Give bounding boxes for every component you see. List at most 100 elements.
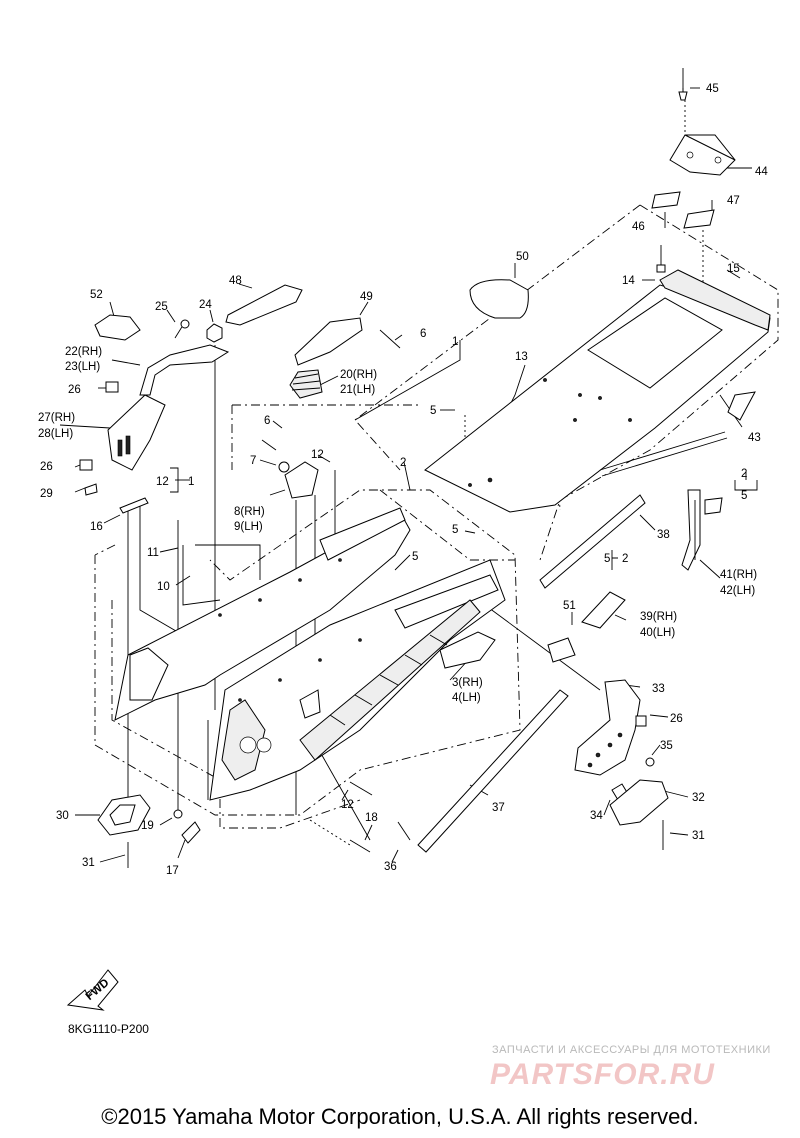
callout-10: 10 (157, 581, 170, 593)
pad-47 (683, 209, 715, 229)
callout-labels: 45 44 47 46 50 14 15 48 49 52 25 24 6 1 … (38, 83, 768, 877)
diagram-code: 8KG1110-P200 (68, 1022, 149, 1036)
callout-11: 11 (147, 547, 159, 559)
callout-1: 1 (452, 336, 458, 348)
callout-12: 12 (341, 799, 354, 811)
callout-34: 34 (590, 810, 603, 822)
callout-5: 5 (604, 553, 610, 565)
callout-37: 37 (492, 802, 505, 814)
callout-8-rh: 8(RH) (234, 506, 265, 518)
callout-26: 26 (670, 713, 683, 725)
callout-21-lh: 21(LH) (340, 384, 375, 396)
shaft-37 (417, 689, 569, 853)
plate-43 (727, 391, 756, 421)
bolt-19 (173, 809, 183, 819)
bolt-25 (174, 319, 190, 339)
rivet-12c (349, 781, 373, 796)
step-30 (97, 794, 151, 836)
callout-15: 15 (727, 263, 740, 275)
callout-12: 12 (156, 476, 169, 488)
callout-52: 52 (90, 289, 103, 301)
callout-31: 31 (692, 830, 705, 842)
pad-50 (469, 279, 529, 319)
tunnel-frame-2 (114, 507, 506, 801)
part-52 (94, 314, 141, 341)
callout-7: 7 (250, 455, 256, 467)
callout-20-rh: 20(RH) (340, 369, 377, 381)
callout-2: 2 (400, 457, 406, 469)
callout-9-lh: 9(LH) (234, 521, 263, 533)
callout-5: 5 (430, 405, 436, 417)
callout-23-lh: 23(LH) (65, 361, 100, 373)
callout-3-rh: 3(RH) (452, 677, 483, 689)
strap-16 (119, 497, 149, 514)
rivet-36 (397, 821, 411, 841)
pad-46 (651, 191, 681, 209)
pad-48 (225, 284, 303, 326)
plate-33 (574, 679, 641, 776)
callout-6: 6 (420, 328, 426, 340)
callout-33: 33 (652, 683, 665, 695)
callout-18: 18 (365, 812, 378, 824)
callout-44: 44 (755, 166, 768, 178)
callout-51: 51 (563, 600, 576, 612)
callout-6: 6 (264, 415, 270, 427)
callout-25: 25 (155, 301, 168, 313)
tunnel-plate-13 (424, 269, 771, 513)
callout-28-lh: 28(LH) (38, 428, 73, 440)
callout-35: 35 (660, 740, 673, 752)
callout-46: 46 (632, 221, 645, 233)
callout-38: 38 (657, 529, 670, 541)
callout-31: 31 (82, 857, 95, 869)
callout-48: 48 (229, 275, 242, 287)
callout-29: 29 (40, 488, 53, 500)
callout-2: 2 (622, 553, 628, 565)
callout-26: 26 (68, 384, 81, 396)
callout-1: 1 (188, 476, 194, 488)
callout-4-lh: 4(LH) (452, 692, 481, 704)
rivet-6a (379, 329, 401, 349)
callout-42-lh: 42(LH) (720, 585, 755, 597)
block-51 (547, 637, 576, 663)
part-35 (645, 757, 655, 767)
bracket-44 (669, 134, 736, 176)
rail-38 (539, 494, 646, 589)
rivet-45 (678, 68, 688, 101)
callout-39-rh: 39(RH) (640, 611, 677, 623)
rivet-6b (261, 439, 277, 451)
callout-27-rh: 27(RH) (38, 412, 75, 424)
fwd-arrow-icon: FWD (66, 969, 119, 1011)
rod-41-42 (599, 431, 728, 571)
callout-41-rh: 41(RH) (720, 569, 757, 581)
callout-45: 45 (706, 83, 719, 95)
rivet-18 (349, 839, 371, 853)
callout-12: 12 (311, 449, 324, 461)
boot-20-21 (289, 369, 323, 399)
clip-26c (635, 715, 647, 727)
callout-24: 24 (199, 299, 212, 311)
bolt-29 (84, 483, 98, 496)
callout-26: 26 (40, 461, 53, 473)
clip-26a (105, 381, 119, 393)
callout-49: 49 (360, 291, 373, 303)
callout-14: 14 (622, 275, 635, 287)
assembly-boundary-lines (94, 204, 779, 829)
bracket-3-4 (439, 631, 496, 669)
callout-13: 13 (515, 351, 528, 363)
callout-30: 30 (56, 810, 69, 822)
nut-7 (278, 461, 290, 473)
clip-26b (79, 459, 93, 471)
callout-36: 36 (384, 861, 397, 873)
callout-5: 5 (412, 551, 418, 563)
step-32 (609, 779, 669, 826)
watermark-logo: PARTSFOR.RU (490, 1058, 715, 1091)
callout-32: 32 (692, 792, 705, 804)
bracket-17 (181, 821, 201, 844)
bolt-14 (656, 245, 666, 273)
watermark-tagline: ЗАПЧАСТИ И АКСЕССУАРЫ ДЛЯ МОТОТЕХНИКИ (492, 1044, 771, 1056)
callout-5: 5 (452, 524, 458, 536)
callout-2: 2 (741, 468, 747, 480)
callout-17: 17 (166, 865, 179, 877)
callout-19: 19 (141, 820, 154, 832)
